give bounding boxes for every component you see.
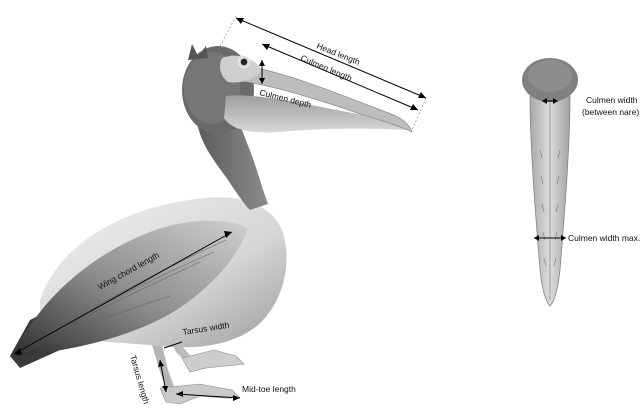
culmen-width-max-arrow-left [534, 235, 539, 241]
label-culmen-width-line1: Culmen width [586, 95, 638, 105]
label-tarsus-length: Tarsus length [128, 354, 152, 406]
pelican-crest [188, 44, 208, 60]
head-length-guide-left [218, 16, 236, 50]
pelican-side-view [10, 44, 412, 404]
label-culmen-width-line2: (between nare) [582, 107, 639, 117]
pelican-foot-back [160, 384, 240, 404]
top-view-head-texture [528, 60, 572, 92]
culmen-depth-arrow-top [259, 60, 265, 66]
head-length-guide-right [412, 98, 426, 130]
label-mid-toe-length: Mid-toe length [242, 384, 296, 394]
label-culmen-width-max: Culmen width max. [568, 233, 640, 243]
pelican-foot-front [182, 350, 244, 372]
head-length-line [236, 18, 426, 98]
culmen-width-max-arrow-right [561, 235, 566, 241]
pelican-eye [241, 59, 247, 65]
pelican-top-view [522, 58, 578, 306]
measurement-lines [14, 16, 566, 401]
